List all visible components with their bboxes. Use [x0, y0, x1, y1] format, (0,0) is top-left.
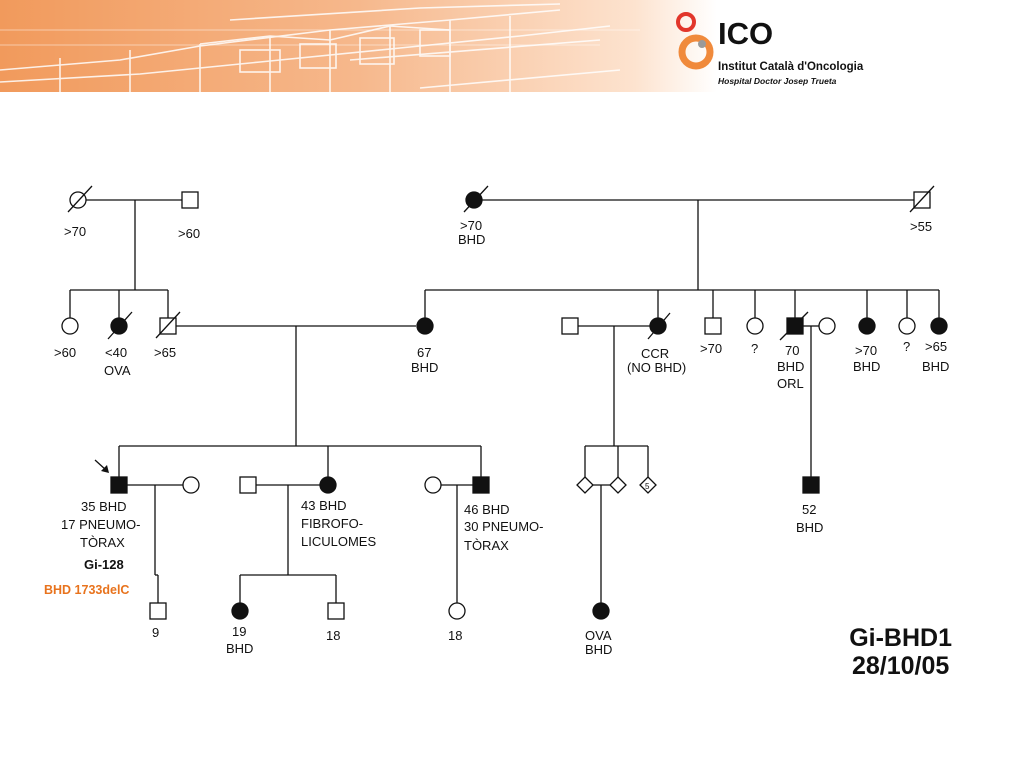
label-maternal-grandmother-age: >70 [64, 224, 86, 239]
proband [110, 476, 128, 494]
uncle-2 [704, 317, 722, 335]
label-brother-daughter-age: 18 [448, 628, 462, 643]
label-sister-1: 43 BHD [301, 498, 347, 513]
label-mother-age: 67 [417, 345, 431, 360]
label-paternal-grandfather-age: >55 [910, 219, 932, 234]
aunt-2 [107, 311, 133, 340]
sister [319, 476, 337, 494]
label-aunt-3-dx1: CCR [641, 346, 669, 361]
aunt-4 [746, 317, 764, 335]
maternal-grandfather [181, 191, 199, 209]
label-cousin-child-dx2: BHD [585, 642, 612, 657]
gen4-connections [239, 574, 337, 603]
label-aunt-2-dx: OVA [104, 363, 131, 378]
cousin-sibship-5 [639, 476, 657, 494]
label-cousin-dx: BHD [796, 520, 823, 535]
label-proband-2: 17 PNEUMO- [61, 517, 140, 532]
niece [231, 602, 249, 620]
label-aunt-6-age: ? [903, 339, 910, 354]
paternal-grandfather [909, 185, 935, 213]
label-uncle-1-age: >65 [154, 345, 176, 360]
label-paternal-grandmother-age: >70 [460, 218, 482, 233]
nephew [327, 602, 345, 620]
brother-spouse [424, 476, 442, 494]
pedigree-date: 28/10/05 [851, 652, 950, 680]
logo-institution-name: Institut Català d'Oncologia [718, 61, 864, 73]
label-cousin-age: 52 [802, 502, 816, 517]
cousin-diamond-2 [609, 476, 627, 494]
label-proband-3: TÒRAX [80, 535, 125, 550]
proband-son [149, 602, 167, 620]
gen1-connections [86, 199, 914, 290]
label-aunt-1-age: >60 [54, 345, 76, 360]
paternal-grandmother [463, 185, 489, 213]
label-uncle-3-dx1: BHD [777, 359, 804, 374]
header-banner [0, 0, 1024, 92]
gen2-connections [69, 289, 940, 477]
label-uncle-3-age: 70 [785, 343, 799, 358]
label-aunt-2-age: <40 [105, 345, 127, 360]
label-proband-mutation: BHD 1733delC [44, 583, 129, 597]
label-aunt-7-age: >65 [925, 339, 947, 354]
cousin-child [592, 602, 610, 620]
label-sibship-count: 5 [645, 482, 650, 491]
aunt-6 [898, 317, 916, 335]
maternal-grandmother [67, 185, 93, 213]
family-id: Gi-BHD1 [849, 624, 952, 652]
uncle-1 [155, 311, 181, 339]
building-illustration [0, 3, 621, 92]
label-brother-2: 30 PNEUMO- [464, 519, 543, 534]
uncle-3 [779, 311, 809, 341]
uncle-3-spouse [818, 317, 836, 335]
brother [472, 476, 490, 494]
label-paternal-grandmother-dx: BHD [458, 232, 485, 247]
label-aunt-7-dx: BHD [922, 359, 949, 374]
sister-spouse [239, 476, 257, 494]
ico-logo: ICO Institut Català d'Oncologia Hospital… [672, 8, 922, 88]
ico-logo-mark [676, 12, 714, 70]
proband-arrow-icon [94, 459, 109, 473]
label-brother-3: TÒRAX [464, 538, 509, 553]
label-aunt-5-dx: BHD [853, 359, 880, 374]
label-sister-3: LICULOMES [301, 534, 376, 549]
label-aunt-3-dx2: (NO BHD) [627, 360, 686, 375]
label-proband-id: Gi-128 [84, 557, 124, 572]
pedigree-title: Gi-BHD1 28/10/05 [849, 624, 952, 680]
label-maternal-grandfather-age: >60 [178, 226, 200, 241]
label-proband-1: 35 BHD [81, 499, 127, 514]
gen3-connections [118, 445, 649, 603]
label-aunt-5-age: >70 [855, 343, 877, 358]
label-niece-age: 19 [232, 624, 246, 639]
label-sister-2: FIBROFO- [301, 516, 363, 531]
label-cousin-child-dx1: OVA [585, 628, 612, 643]
label-aunt-4-age: ? [751, 341, 758, 356]
label-brother-1: 46 BHD [464, 502, 510, 517]
proband-spouse [182, 476, 200, 494]
mother [416, 317, 434, 335]
label-uncle-3-dx2: ORL [777, 376, 804, 391]
aunt-3-spouse [561, 317, 579, 335]
label-uncle-2-age: >70 [700, 341, 722, 356]
aunt-3 [647, 312, 671, 340]
aunt-5 [858, 317, 876, 335]
logo-hospital-name: Hospital Doctor Josep Trueta [718, 76, 837, 86]
brother-daughter [448, 602, 466, 620]
logo-acronym: ICO [718, 16, 774, 51]
cousin-diamond-1 [576, 476, 594, 494]
aunt-7 [930, 317, 948, 335]
label-niece-dx: BHD [226, 641, 253, 656]
label-proband-son-age: 9 [152, 625, 159, 640]
cousin-male-bhd [802, 476, 820, 494]
label-nephew-age: 18 [326, 628, 340, 643]
aunt-1 [61, 317, 79, 335]
label-mother-dx: BHD [411, 360, 438, 375]
